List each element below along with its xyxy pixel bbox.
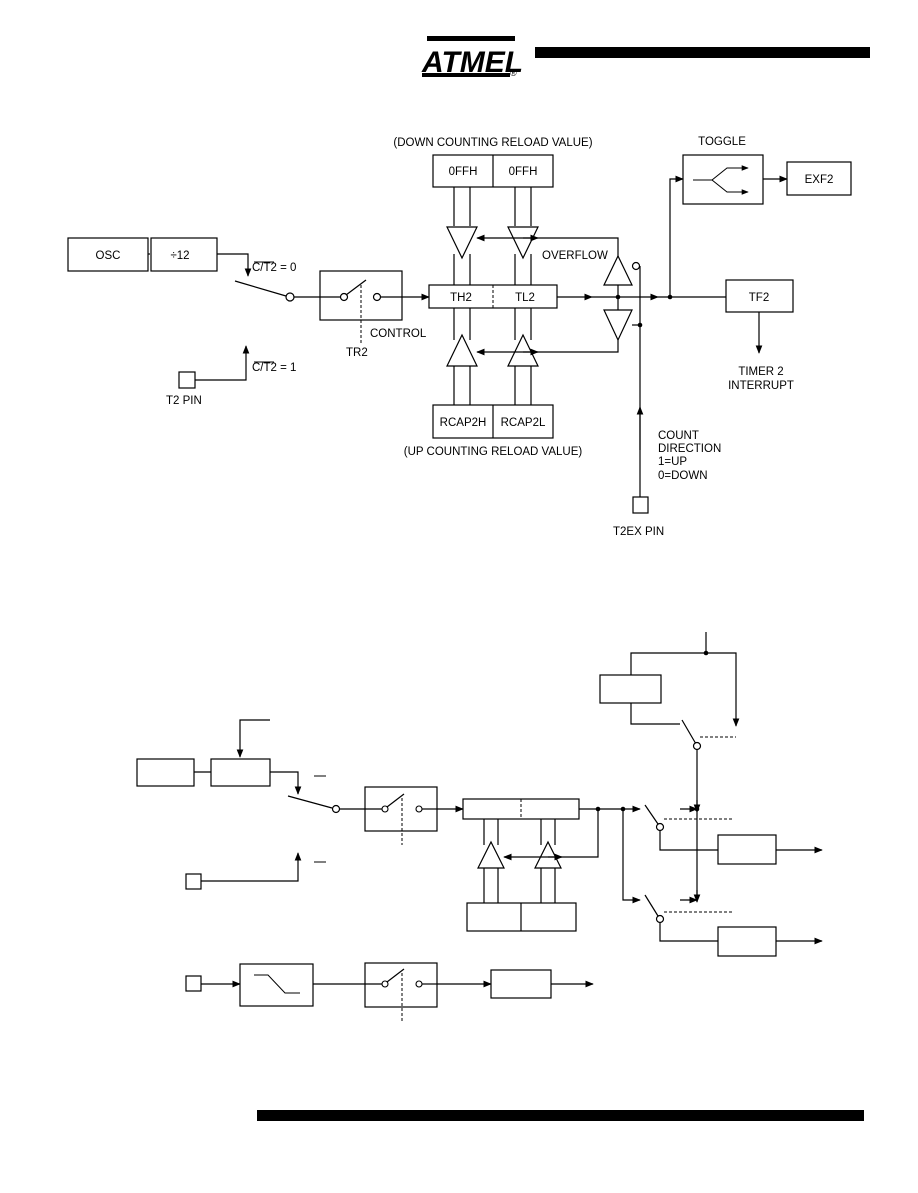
count-direction-line3: 1=UP xyxy=(658,456,687,468)
registered-mark: ® xyxy=(510,68,517,78)
ct2-switch xyxy=(234,280,287,297)
output-block-2 xyxy=(717,926,777,957)
ct2-one-label: C/T2 = 1 xyxy=(252,362,296,374)
logo-top-bar xyxy=(427,36,515,41)
control-label: CONTROL xyxy=(370,328,427,340)
up-reload-gate-high xyxy=(446,333,478,367)
tf2-label: TF2 xyxy=(749,292,769,304)
timer2-interrupt-line2: INTERRUPT xyxy=(728,380,794,392)
reload-gate-high xyxy=(477,840,505,869)
timer2-up-down-diagram: OSC ÷12 C/T2 = 0 T2 PIN C/T2 = 1 CONTROL… xyxy=(67,136,852,538)
osc-label: OSC xyxy=(96,250,121,262)
count-direction-line1: COUNT xyxy=(658,430,699,442)
edge-detect-block xyxy=(239,963,314,1007)
exf2-block xyxy=(786,161,852,196)
output-block-1 xyxy=(717,834,777,865)
th2-label: TH2 xyxy=(450,292,472,304)
lower-pin-square xyxy=(185,873,202,890)
t2ex-pin-square xyxy=(632,496,649,514)
down-reload-gate-low xyxy=(507,226,539,260)
bottom-switch-block xyxy=(364,962,438,1008)
down-reload-label: (DOWN COUNTING RELOAD VALUE) xyxy=(393,137,592,149)
t2ex-pin-label: T2EX PIN xyxy=(613,526,664,538)
toggle-label: TOGGLE xyxy=(698,136,746,148)
header-rule xyxy=(535,47,870,58)
down-reload-high: 0FFH xyxy=(449,166,478,178)
left-block-1 xyxy=(136,758,195,787)
divide-by-12-block xyxy=(150,237,218,272)
reload-gate-low xyxy=(534,840,562,869)
rcap2l-label: RCAP2L xyxy=(501,417,546,429)
timer2-secondary-diagram xyxy=(136,632,823,1023)
down-reload-low: 0FFH xyxy=(509,166,538,178)
count-direction-line2: DIRECTION xyxy=(658,443,721,455)
timer2-interrupt-line1: TIMER 2 xyxy=(738,366,783,378)
bottom-pin-square xyxy=(185,975,202,992)
footer-rule xyxy=(257,1110,864,1121)
exf2-label: EXF2 xyxy=(805,174,834,186)
logo-bottom-bar xyxy=(422,73,510,77)
upper-block xyxy=(599,674,662,704)
rcap2h-label: RCAP2H xyxy=(440,417,487,429)
divide-by-12-label: ÷12 xyxy=(170,250,189,262)
overflow-gate-down xyxy=(603,254,633,286)
count-direction-line4: 0=DOWN xyxy=(658,470,708,482)
up-reload-label: (UP COUNTING RELOAD VALUE) xyxy=(404,446,583,458)
overflow-label: OVERFLOW xyxy=(542,250,608,262)
tl2-label: TL2 xyxy=(515,292,535,304)
up-reload-gate-low xyxy=(507,333,539,367)
t2-pin-label: T2 PIN xyxy=(166,395,202,407)
t2-pin-square xyxy=(178,371,196,389)
osc-block xyxy=(67,237,149,272)
capture-flag-block xyxy=(490,969,552,999)
left-block-2 xyxy=(210,758,271,787)
atmel-logo: ATMEL ® xyxy=(421,36,523,79)
down-reload-gate-high xyxy=(446,226,478,260)
ct2-zero-label: C/T2 = 0 xyxy=(252,262,296,274)
tr2-label: TR2 xyxy=(346,347,368,359)
overflow-gate-up xyxy=(603,309,633,342)
